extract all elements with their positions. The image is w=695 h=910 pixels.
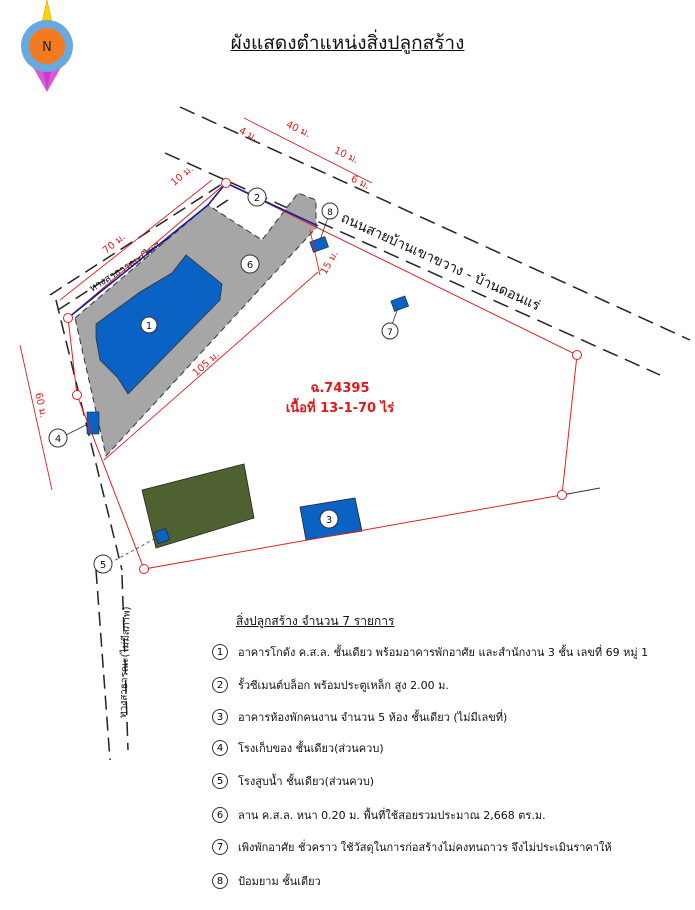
road-edge-outer: [179, 106, 691, 341]
page-title: ผังแสดงตำแหน่งสิ่งปลูกสร้าง: [230, 32, 465, 54]
dim-top-small: 10 ม.: [169, 164, 196, 189]
legend-text: เพิงพักอาศัย ชั่วคราว ใช้วัสดุในการก่อสร…: [238, 841, 612, 854]
green-area: [141, 463, 255, 549]
fence-top-left: [67, 182, 227, 319]
compass-label: N: [42, 40, 52, 55]
legend-number: 1: [212, 644, 228, 660]
callout-1: 1: [140, 316, 158, 334]
temporary-shelter: [390, 295, 410, 312]
fence-front: [225, 182, 319, 227]
svg-text:7: 7: [387, 328, 393, 338]
legend-text: รั้วซีเมนต์บล็อก พร้อมประตูเหล็ก สูง 2.0…: [238, 679, 449, 692]
dim-road-length-2: 10 ม.: [332, 145, 360, 166]
legend-number: 3: [212, 709, 228, 725]
callout-3: 3: [319, 509, 339, 529]
callout-4: 4: [48, 428, 68, 448]
legend-title: สิ่งปลูกสร้าง จำนวน 7 รายการ: [236, 614, 395, 628]
legend-item: 5 โรงสูบน้ำ ชั้นเดียว(ส่วนควบ): [212, 772, 374, 790]
svg-text:6: 6: [247, 260, 253, 271]
svg-text:4: 4: [55, 434, 61, 445]
legend-number: 8: [212, 873, 228, 889]
callout-5: 5: [93, 554, 113, 574]
boundary-markers: [63, 178, 582, 574]
plot-area: เนื้อที่ 13-1-70 ไร่: [285, 401, 395, 416]
legend-text: ลาน ค.ส.ล. หนา 0.20 ม. พื้นที่ใช้สอยรวมป…: [238, 809, 546, 822]
legend-text: โรงสูบน้ำ ชั้นเดียว(ส่วนควบ): [238, 775, 375, 788]
legend-number: 5: [212, 773, 228, 789]
svg-text:5: 5: [100, 560, 106, 571]
guard-house: [309, 236, 329, 253]
road-edge-inner: [164, 152, 661, 376]
legend-number: 7: [212, 839, 228, 855]
warehouse-building: [95, 254, 223, 395]
callout-2: 2: [247, 187, 267, 207]
legend-item: 4 โรงเก็บของ ชั้นเดียว(ส่วนควบ): [212, 739, 384, 757]
legend-item: 1 อาคารโกดัง ค.ส.ล. ชั้นเดียว พร้อมอาคาร…: [212, 643, 648, 661]
legend-item: 7 เพิงพักอาศัย ชั่วคราว ใช้วัสดุในการก่อ…: [212, 838, 612, 856]
legend-item: 6 ลาน ค.ส.ล. หนา 0.20 ม. พื้นที่ใช้สอยรว…: [212, 806, 546, 824]
legend-number: 6: [212, 807, 228, 823]
boundary-extension: [561, 487, 601, 496]
legend-text: โรงเก็บของ ชั้นเดียว(ส่วนควบ): [238, 742, 384, 755]
legend: สิ่งปลูกสร้าง จำนวน 7 รายการ 1 อาคารโกดั…: [212, 612, 682, 889]
callout-6: 6: [240, 254, 260, 274]
svg-text:2: 2: [254, 193, 260, 204]
svg-text:1: 1: [146, 321, 152, 332]
plot-info: ฉ.74395 เนื้อที่ 13-1-70 ไร่: [280, 379, 400, 419]
public-way-bottom-label: ทางสาธารณะ(ไม่มีสภาพ): [117, 606, 133, 718]
legend-number: 2: [212, 677, 228, 693]
legend-item: 8 ป้อมยาม ชั้นเดียว: [212, 872, 321, 890]
legend-text: อาคารห้องพักคนงาน จำนวน 5 ห้อง ชั้นเดียว…: [238, 711, 508, 724]
legend-item: 2 รั้วซีเมนต์บล็อก พร้อมประตูเหล็ก สูง 2…: [212, 676, 449, 694]
pump-house: [153, 527, 171, 545]
public-way-top-edge-1: [49, 183, 223, 296]
road-name: ถนนสายบ้านเขาขวาง - บ้านดอนแร่: [338, 210, 542, 314]
dim-road-length-1: 40 ม.: [284, 119, 312, 140]
dim-boundary-offset: 15 ม.: [319, 249, 341, 277]
north-arrow-icon: N: [21, 0, 73, 92]
legend-text: อาคารโกดัง ค.ส.ล. ชั้นเดียว พร้อมอาคารพั…: [238, 646, 649, 659]
storage-shed: [86, 411, 100, 435]
svg-text:8: 8: [327, 208, 333, 218]
callout-8: 8: [321, 202, 339, 220]
left-way-edge: [55, 299, 123, 571]
legend-number: 4: [212, 740, 228, 756]
legend-item: 3 อาคารห้องพักคนงาน จำนวน 5 ห้อง ชั้นเดี…: [212, 708, 507, 726]
callout-7: 7: [381, 322, 399, 340]
deed-number: ฉ.74395: [310, 381, 370, 396]
legend-text: ป้อมยาม ชั้นเดียว: [238, 875, 321, 888]
public-way-bottom-edge-2: [121, 574, 129, 751]
public-way-bottom-edge-1: [95, 569, 111, 761]
dimension-lines: [19, 117, 373, 491]
dim-left-length: 60 ม.: [32, 392, 48, 420]
svg-text:3: 3: [326, 515, 332, 526]
